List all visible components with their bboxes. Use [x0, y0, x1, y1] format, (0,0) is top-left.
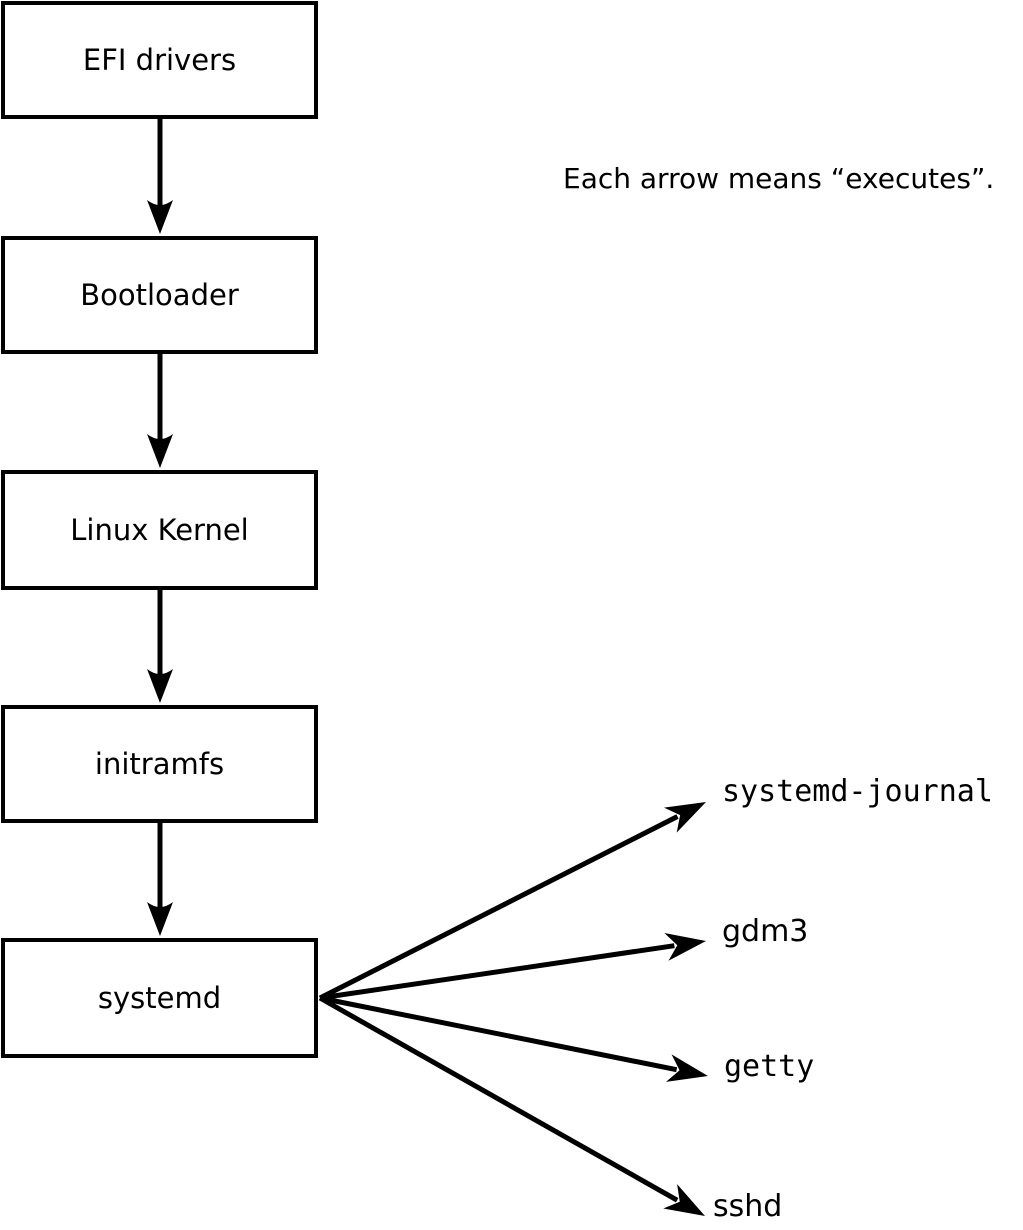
- node-box-systemd[interactable]: systemd: [1, 938, 318, 1058]
- chain-arrow-group: [147, 119, 173, 936]
- arrow-head: [664, 932, 706, 961]
- arrow-bootloader-to-kernel: [147, 354, 173, 468]
- arrow-systemd-to-systemd-journal: [318, 802, 706, 1001]
- node-box-linux-kernel[interactable]: Linux Kernel: [1, 470, 318, 590]
- arrow-head: [147, 200, 173, 234]
- arrow-systemd-to-getty: [319, 995, 708, 1082]
- arrow-head: [147, 434, 173, 468]
- service-label-sshd: sshd: [713, 1189, 783, 1224]
- arrow-head: [663, 1184, 705, 1216]
- arrow-shaft: [319, 943, 675, 1001]
- annotation-each-arrow-means-executes: Each arrow means “executes”.: [563, 162, 995, 195]
- fan-arrow-group: [318, 802, 708, 1216]
- node-label-initramfs: initramfs: [94, 746, 225, 781]
- node-label-linux-kernel: Linux Kernel: [70, 512, 249, 547]
- arrow-head: [666, 1054, 708, 1082]
- arrow-initramfs-to-systemd: [147, 823, 173, 936]
- node-label-efi-drivers: EFI drivers: [82, 42, 237, 77]
- arrow-efi-to-bootloader: [147, 119, 173, 234]
- arrow-systemd-to-gdm3: [319, 932, 706, 1001]
- service-label-getty: getty: [724, 1049, 815, 1084]
- arrow-shaft: [319, 995, 678, 1073]
- arrow-head: [663, 802, 706, 833]
- node-box-bootloader[interactable]: Bootloader: [1, 236, 318, 354]
- service-label-gdm3: gdm3: [722, 914, 809, 949]
- arrow-head: [147, 902, 173, 936]
- node-box-initramfs[interactable]: initramfs: [1, 705, 318, 823]
- arrow-head: [147, 669, 173, 703]
- node-box-efi-drivers[interactable]: EFI drivers: [1, 1, 318, 119]
- arrow-shaft: [318, 814, 679, 1001]
- node-label-systemd: systemd: [97, 980, 222, 1015]
- arrow-kernel-to-initramfs: [147, 590, 173, 703]
- node-label-bootloader: Bootloader: [80, 277, 239, 312]
- service-label-systemd-journal: systemd-journal: [722, 774, 993, 809]
- arrow-shaft: [318, 995, 679, 1203]
- arrow-systemd-to-sshd: [318, 995, 705, 1216]
